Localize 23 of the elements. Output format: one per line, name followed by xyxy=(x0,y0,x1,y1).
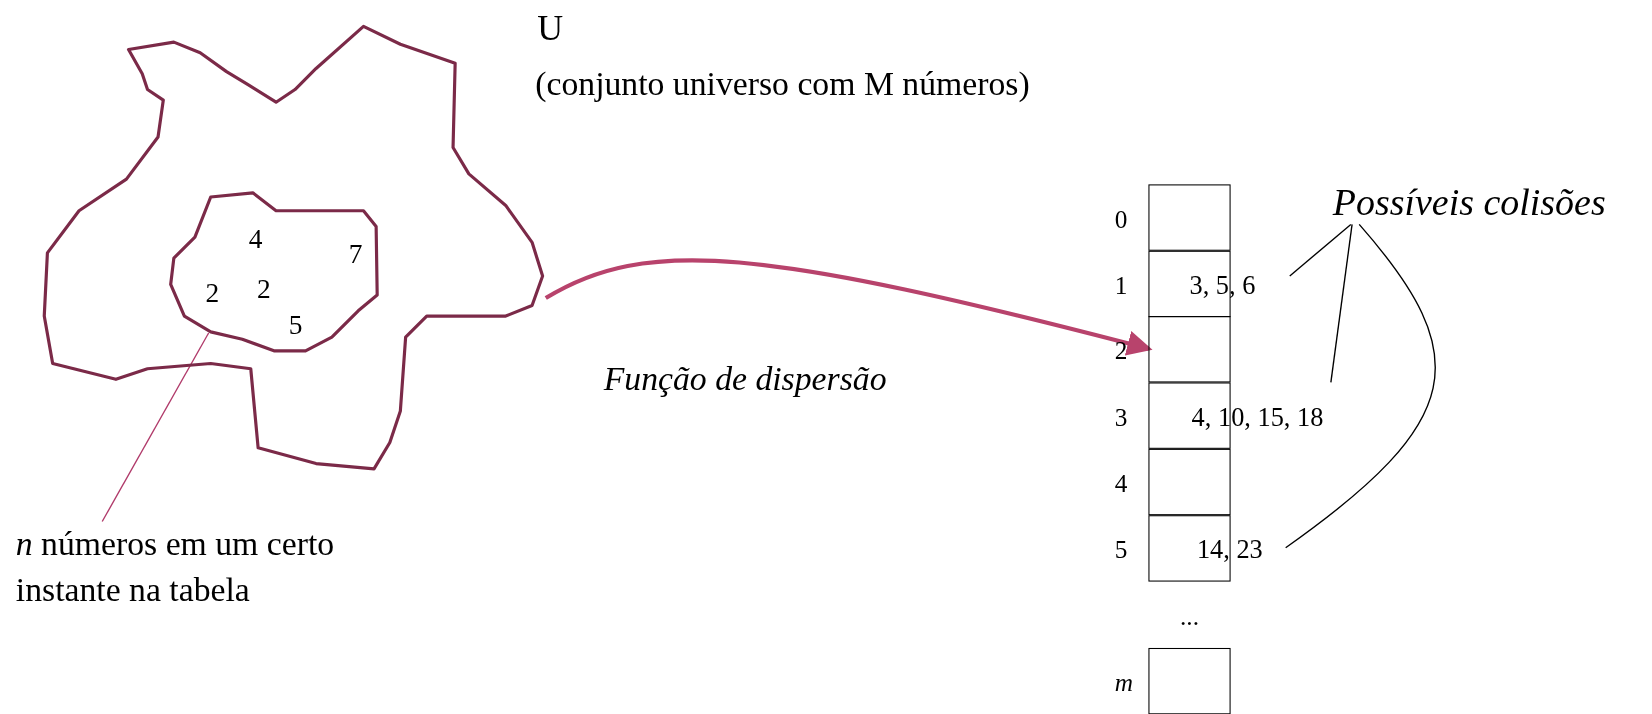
number-text: 7 xyxy=(348,240,363,271)
number-text: 2 xyxy=(257,275,271,306)
connector-line xyxy=(1289,223,1352,277)
row-index: 5 xyxy=(1114,536,1128,565)
row-index: 1 xyxy=(1114,271,1128,300)
row-index: 3 xyxy=(1114,403,1128,432)
collision-annotation: Possíveis colisões xyxy=(1332,180,1607,226)
row-index: 4 xyxy=(1114,469,1128,498)
ellipsis-text: ... xyxy=(1180,602,1199,631)
set-description: (conjunto universo com M números) xyxy=(535,65,1030,103)
row-index: 2 xyxy=(1114,337,1128,365)
connector-line xyxy=(1285,223,1436,549)
number-text: 2 xyxy=(205,279,220,310)
number-text: 5 xyxy=(288,310,303,341)
connector-line xyxy=(1330,223,1353,384)
row-index: m xyxy=(1114,669,1133,697)
number-text: 4 xyxy=(248,224,263,255)
row-index: 0 xyxy=(1114,205,1128,234)
cell-values: 14, 23 xyxy=(1196,534,1263,564)
leader-line xyxy=(101,332,210,523)
arrow xyxy=(544,258,1153,356)
annotation-text: n números em um certo instante na tabela xyxy=(15,523,336,611)
set-label: U xyxy=(537,8,564,48)
